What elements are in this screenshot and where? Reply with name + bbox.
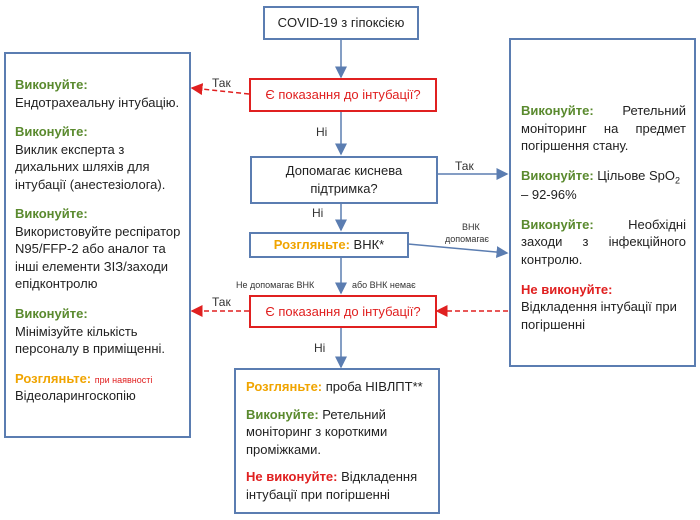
node-start-label: COVID-19 з гіпоксією [277,15,405,31]
bottom-item-1-text: Ретельний моніторинг з короткими проміжк… [246,406,388,457]
arrow-q1-to-left [190,83,250,96]
right-item-4-text: Відкладення інтубації при погіршенні [521,299,677,332]
edge-label-hfnc-helps-1: ВНК [462,222,480,232]
edge-label-or-no-hfnc: або ВНК немає [352,280,416,290]
bottom-dont-label: Не виконуйте: [246,469,338,485]
right-do-label-3: Виконуйте: [521,216,594,232]
left-do-label-4: Виконуйте: [15,306,88,322]
right-item-2-sub: 2 [675,175,681,186]
bottom-consider-label: Розгляньте: [246,379,323,394]
bottom-do-label: Виконуйте: [246,406,319,422]
right-item-1: Виконуйте: Ретельний моніторинг на предм… [521,102,686,155]
bottom-item-1: Виконуйте: Ретельний моніторинг з коротк… [246,406,430,459]
right-item-3: Виконуйте: Необхідні заходи з інфекційно… [521,216,686,269]
left-item-3: Виконуйте: Використовуйте респіратор N95… [15,205,181,293]
node-intubation-question-1-label: Є показання до інтубації? [265,87,421,103]
right-do-label-1: Виконуйте: [521,103,594,118]
edge-label-yes-1: Так [212,76,231,90]
right-dont-label: Не виконуйте: [521,281,613,297]
right-item-4: Не виконуйте: Відкладення інтубації при … [521,281,686,334]
arrow-hfnc-to-right [407,243,509,259]
node-intubation-question-2: Є показання до інтубації? [249,295,437,328]
right-item-2: Виконуйте: Цільове SpO2 – 92-96% [521,167,686,204]
node-oxygen-question-label: Допомагає киснева підтримка? [285,163,403,196]
bottom-action-panel: Розгляньте: проба НІВЛПТ** Виконуйте: Ре… [234,368,440,514]
left-item-3-text: Використовуйте респіратор N95/FFP-2 або … [15,223,181,292]
right-action-panel: Виконуйте: Ретельний моніторинг на предм… [509,38,696,367]
bottom-consider-text: проба НІВЛПТ** [325,379,423,394]
node-intubation-question-1: Є показання до інтубації? [249,78,437,112]
left-consider-label: Розгляньте: [15,370,92,386]
edge-label-hfnc-not-helps: Не допомагає ВНК [236,280,315,290]
left-action-panel: Виконуйте: Ендотрахеальну інтубацію. Вик… [4,52,191,438]
left-item-2-text: Виклик експерта з дихальних шляхів для і… [15,141,166,192]
node-consider-hfnc-prefix: Розгляньте: [273,237,350,253]
node-start: COVID-19 з гіпоксією [263,6,419,40]
left-item-1-text: Ендотрахеальну інтубацію. [15,94,180,110]
bottom-item-consider: Розгляньте: проба НІВЛПТ** [246,378,430,396]
edge-label-no-1: Ні [316,125,328,139]
right-item-3-text: Необхідні заходи з інфекційного контролю… [521,216,686,268]
left-item-5-text: Відеоларингоскопію [15,388,136,404]
left-item-2: Виконуйте: Виклик експерта з дихальних ш… [15,123,181,193]
left-item-4: Виконуйте: Мінімізуйте кількість персона… [15,305,181,358]
edge-label-no-oxygen: Ні [312,206,324,220]
left-do-label-1: Виконуйте: [15,77,88,92]
left-consider-note: при наявності [94,374,153,385]
edge-label-hfnc-helps-2: допомагає [445,234,490,244]
edge-label-no-2: Ні [314,341,326,355]
left-item-1: Виконуйте: Ендотрахеальну інтубацію. [15,76,181,111]
node-consider-hfnc-text: ВНК* [353,237,385,253]
right-item-2-prefix: Цільове SpO [597,167,675,183]
left-item-4-text: Мінімізуйте кількість персоналу в приміщ… [15,323,165,357]
right-do-label-2: Виконуйте: [521,167,594,183]
left-item-5: Розгляньте: при наявності Відеоларингоск… [15,370,181,405]
bottom-item-2: Не виконуйте: Відкладення інтубації при … [246,468,430,503]
node-intubation-question-2-label: Є показання до інтубації? [265,303,421,319]
left-do-label-3: Виконуйте: [15,206,88,222]
right-item-1-text: Ретельний моніторинг на предмет погіршен… [521,103,686,154]
left-do-label-2: Виконуйте: [15,124,88,140]
bottom-item-2-text: Відкладення інтубації при погіршенні [246,469,418,502]
node-oxygen-question: Допомагає киснева підтримка? [250,156,438,204]
edge-label-yes-oxygen: Так [455,159,474,173]
right-item-2-suffix: – 92-96% [521,187,577,203]
edge-label-yes-2: Так [212,295,231,309]
node-consider-hfnc: Розгляньте: ВНК* [249,232,409,258]
